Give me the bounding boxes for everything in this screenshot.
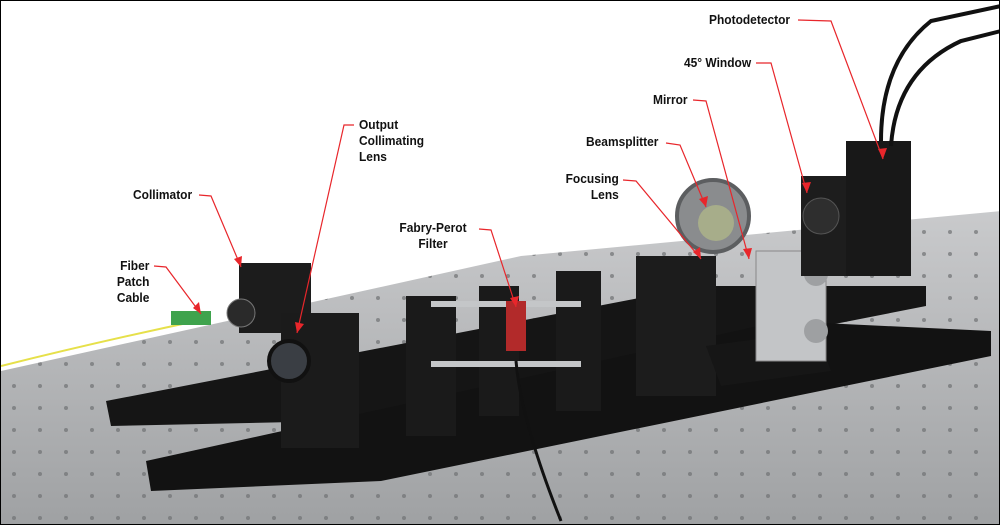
callout-focusing-lens — [622, 179, 702, 260]
label-line: Collimating — [359, 133, 425, 148]
callout-collimator — [198, 194, 242, 268]
label-line: Lens — [359, 149, 387, 164]
callout-photodetector — [797, 19, 884, 160]
callout-mirror — [692, 99, 750, 260]
callout-window — [756, 62, 808, 194]
callout-fabry-perot — [478, 228, 517, 308]
callout-lines — [153, 19, 884, 334]
cage-rods — [431, 361, 581, 367]
photodetector-cable — [889, 29, 999, 147]
label-line: Cable — [116, 290, 149, 305]
label-line: Filter — [418, 236, 448, 251]
label-line: Lens — [591, 187, 619, 202]
focusing-lens-mount — [636, 256, 716, 396]
callout-beamsplitter — [665, 142, 707, 208]
label-line: Fiber — [119, 258, 149, 273]
label-45-window: 45° Window — [684, 55, 752, 70]
label-focusing-lens: Focusing Lens — [566, 171, 619, 203]
callout-fiber — [153, 265, 202, 315]
callout-arrowheads — [193, 148, 887, 333]
label-photodetector: Photodetector — [709, 12, 791, 27]
callout-output-lens — [296, 124, 354, 334]
label-line: Patch — [116, 274, 149, 289]
output-lens — [267, 339, 311, 383]
label-output-collimating-lens: Output Collimating Lens — [359, 117, 424, 165]
cage-plate-3 — [556, 271, 601, 411]
window-optic — [802, 197, 840, 235]
label-mirror: Mirror — [653, 92, 688, 107]
photodetector-body — [846, 141, 911, 276]
fabry-perot-filter — [506, 301, 526, 351]
filter-cable — [514, 360, 563, 522]
label-line: Focusing — [565, 171, 619, 186]
mirror-knob — [804, 319, 828, 343]
label-beamsplitter: Beamsplitter — [586, 134, 659, 149]
collimator — [226, 298, 256, 328]
label-line: Fabry-Perot — [399, 220, 467, 235]
beamsplitter-optic — [698, 205, 734, 241]
label-fabry-perot-filter: Fabry-Perot Filter — [393, 220, 474, 252]
fiber-connector — [171, 311, 211, 325]
label-line: Output — [359, 117, 399, 132]
label-collimator: Collimator — [133, 187, 193, 202]
label-fiber-patch-cable: Fiber Patch Cable — [116, 258, 149, 306]
photodetector-cable — [879, 4, 999, 142]
